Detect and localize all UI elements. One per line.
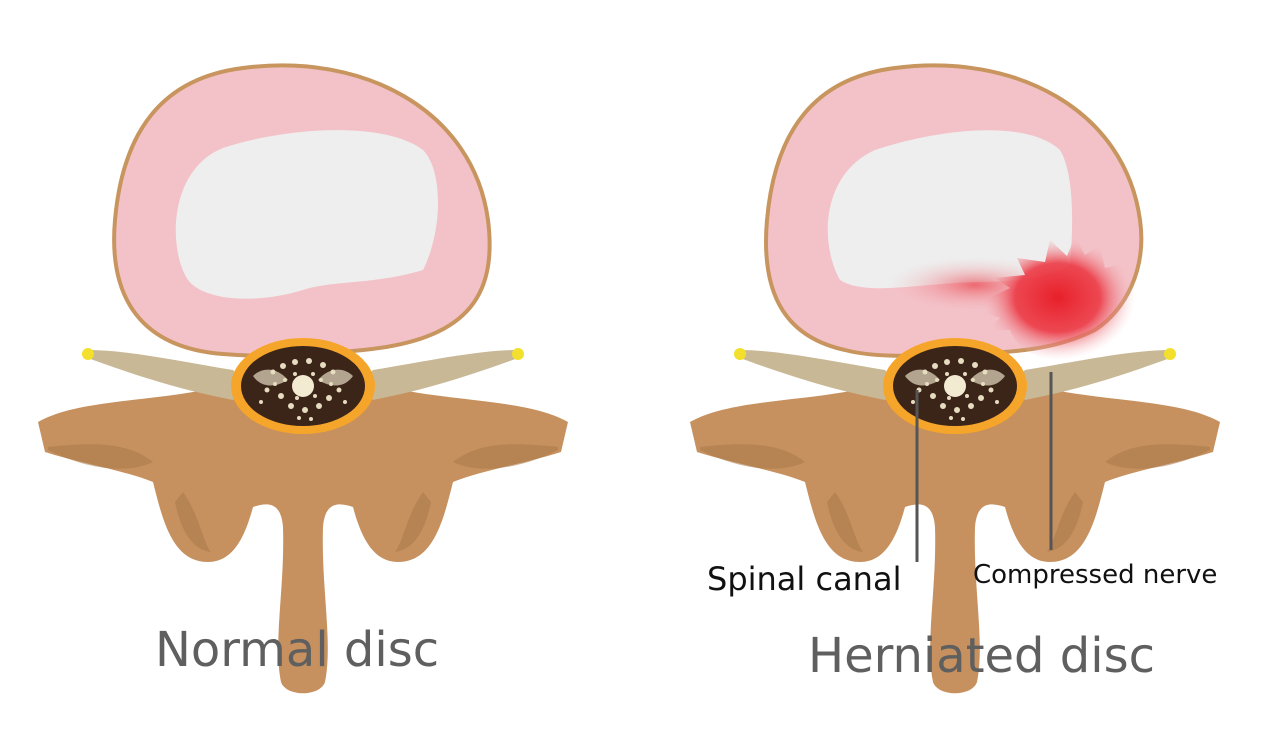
normal-disc-caption: Normal disc <box>155 622 440 678</box>
normal-disc-figure <box>38 63 568 694</box>
herniated-disc-caption: Herniated disc <box>808 628 1155 684</box>
spinal-canal <box>231 338 375 434</box>
spinal-canal <box>883 338 1027 434</box>
nucleus-pulposus <box>827 130 1073 289</box>
compressed-nerve-label: Compressed nerve <box>973 560 1218 590</box>
nucleus-pulposus <box>175 130 438 299</box>
herniated-disc-figure <box>690 63 1220 694</box>
herniation <box>980 235 1135 361</box>
spinal-canal-label: Spinal canal <box>707 560 902 598</box>
